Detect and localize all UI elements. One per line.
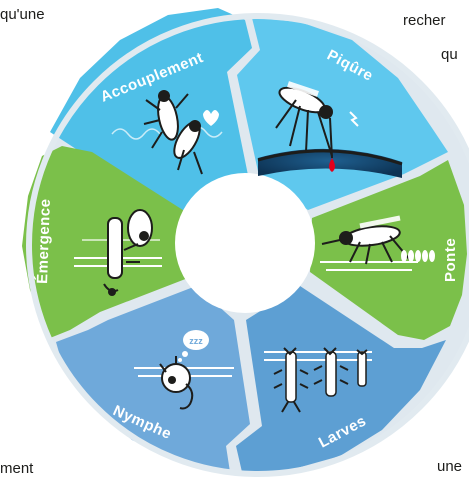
text-fragment-bottom-left: ment [0, 460, 34, 477]
cycle-border [26, 13, 469, 477]
cycle-center-hub [175, 173, 315, 313]
sector-accouplement [50, 8, 252, 221]
label-ponte: Ponte [442, 238, 459, 282]
larvae-illustration [264, 347, 372, 413]
sector-ponte [310, 160, 467, 340]
sleep-zzz-text: zzz [189, 336, 203, 346]
text-fragment-top-right-2: qu [441, 46, 458, 63]
mating-mosquitoes-illustration [111, 90, 223, 175]
label-emergence: Émergence [34, 198, 54, 284]
text-fragment-bottom-right: une [437, 458, 463, 475]
sector-emergence [22, 146, 188, 338]
egg-laying-mosquito-illustration [320, 215, 435, 271]
emergence-illustration [74, 209, 162, 296]
sector-larves [236, 286, 446, 472]
text-fragment-top-left: qu'une [0, 6, 45, 23]
pupa-illustration: zzz [134, 330, 234, 410]
text-fragment-top-right-1: recher [403, 12, 446, 29]
biting-mosquito-illustration [257, 81, 403, 178]
